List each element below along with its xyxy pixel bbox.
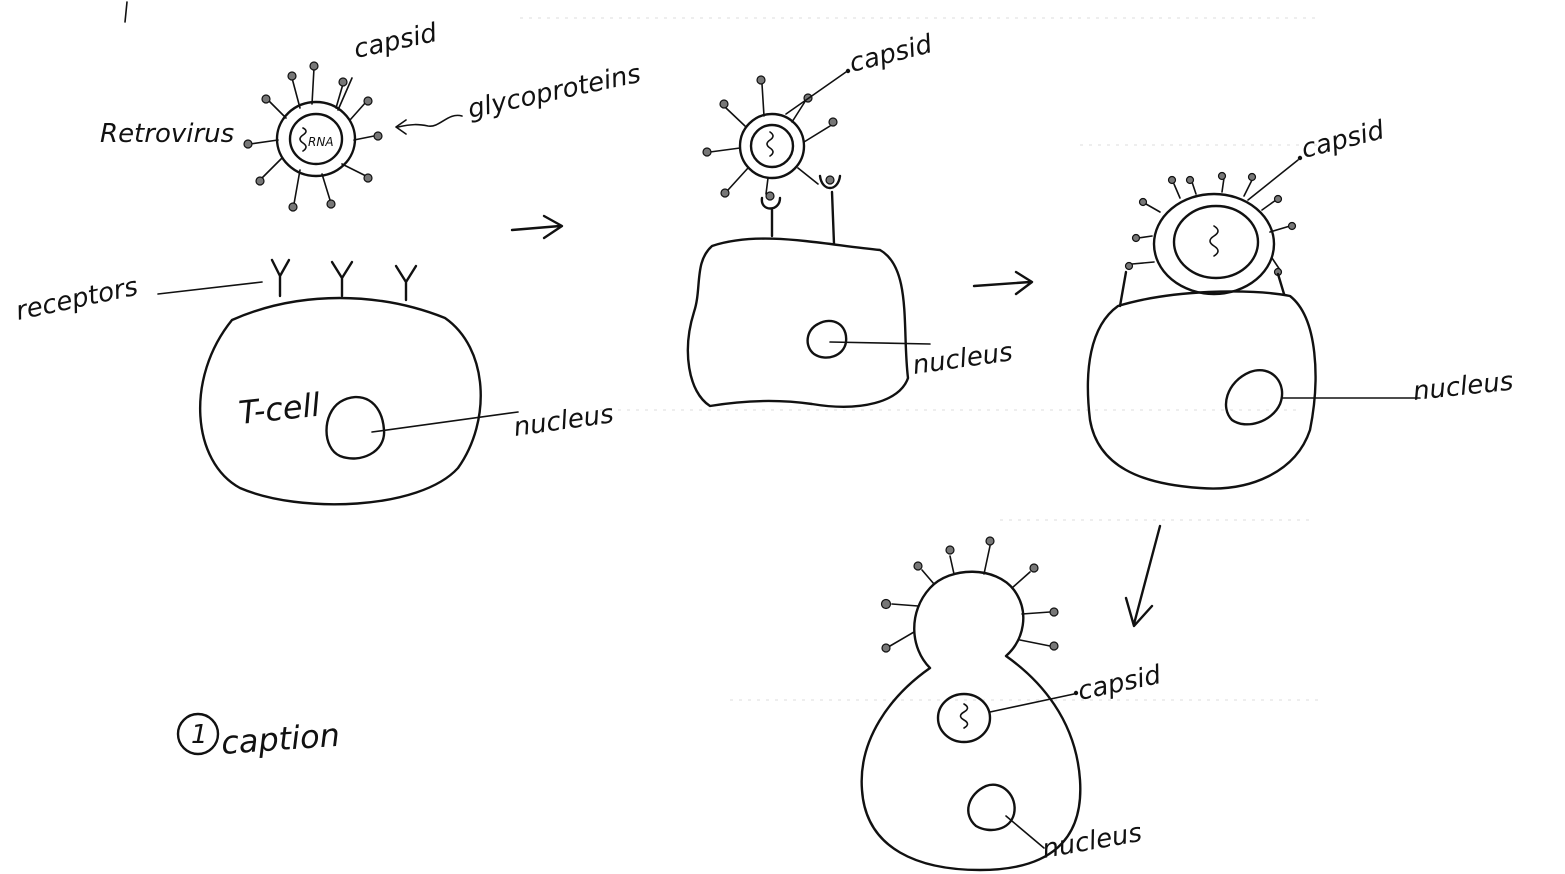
retrovirus-particle: RNA: [244, 62, 382, 211]
host-nucleus-2: [808, 321, 847, 358]
capsid-shell-2: [751, 125, 793, 167]
capsid-label-1: capsid: [351, 18, 440, 65]
nucleus-label-1: nucleus: [512, 399, 616, 443]
receptor-3: [396, 266, 416, 300]
capsid-leader-4: [990, 694, 1074, 712]
receptors-label: receptors: [13, 272, 140, 327]
host-nucleus-3: [1226, 370, 1282, 424]
host-nucleus-4: [968, 785, 1014, 830]
released-capsid-4: [938, 694, 990, 742]
glycoproteins-label: glycoproteins: [465, 59, 643, 125]
fusing-virus: [1126, 173, 1296, 295]
t-cell-label: T-cell: [237, 386, 322, 432]
stage-4-entry: capsid nucleus: [862, 537, 1164, 870]
rna-squiggle-2: [767, 132, 773, 156]
fusion-neck-left: [1120, 272, 1126, 306]
nucleus-leader-4: [1006, 816, 1044, 848]
viral-envelope-2: [740, 114, 804, 178]
stage-2-attachment: capsid nucleus: [688, 29, 1015, 406]
retrovirus-label: Retrovirus: [100, 119, 234, 149]
caption-number: 1: [191, 720, 208, 750]
capsid-shell-3: [1174, 206, 1258, 278]
host-cell-2: [688, 239, 908, 407]
t-cell-receptors: [272, 260, 416, 300]
step-arrow-2: [974, 272, 1032, 294]
rna-label: RNA: [308, 135, 334, 149]
receptors-leader: [158, 282, 262, 294]
stage-3-fusion: capsid nucleus: [1088, 115, 1515, 488]
rna-squiggle-4: [961, 704, 968, 728]
caption-label: caption: [220, 716, 341, 762]
receptor-2: [332, 262, 352, 296]
rna-squiggle: [300, 128, 306, 151]
bound-receptors: [762, 176, 840, 244]
nucleus-label-3: nucleus: [1412, 367, 1515, 407]
caption-group: 1 caption: [178, 714, 341, 762]
rna-squiggle-3: [1210, 226, 1218, 256]
attached-virus: [703, 76, 837, 197]
step-arrow-1: [512, 216, 562, 238]
glycoprotein-arrow: [398, 115, 462, 127]
host-cell-4: [862, 572, 1081, 870]
capsid-leader-2: [786, 72, 846, 114]
stray-pen-mark: [125, 2, 127, 22]
step-arrow-3: [1126, 526, 1160, 626]
receptor-1: [272, 260, 289, 296]
fusion-neck-right: [1278, 274, 1284, 294]
nucleus-leader-1: [372, 412, 518, 432]
t-cell-nucleus: [327, 397, 385, 458]
capsid-label-3: capsid: [1298, 115, 1387, 165]
nucleus-label-4: nucleus: [1040, 818, 1144, 865]
capsid-leader-3: [1248, 160, 1298, 200]
outer-spikes-4: [882, 537, 1059, 652]
bound-receptor-stem-2: [832, 192, 834, 244]
capsid-label-2: capsid: [846, 29, 935, 79]
stage-1-free-virus: Retrovirus RNA capsid: [13, 18, 643, 504]
